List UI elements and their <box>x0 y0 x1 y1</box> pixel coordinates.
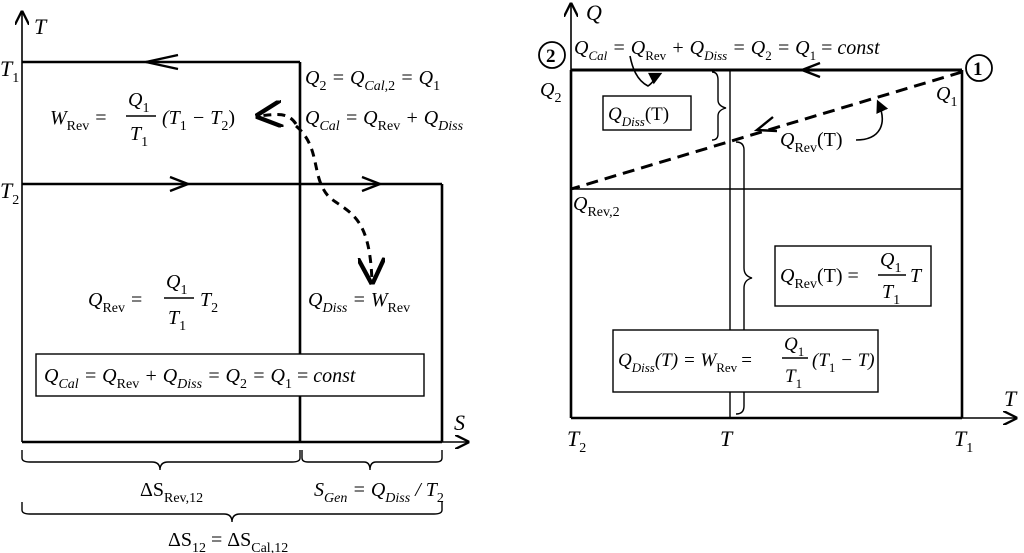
svg-text:QRev=: QRev= <box>88 289 142 316</box>
ts-brace-srev <box>21 450 301 471</box>
ts-diagram: T S T1 T2 Q2 = QCal,2 = Q1 QCal = QRev +… <box>0 12 468 553</box>
qt-arrow-dashed <box>753 116 778 133</box>
qt-label-qrev2: QRev,2 <box>573 193 620 220</box>
ts-balance-box <box>35 353 425 397</box>
svg-text:T1: T1 <box>882 281 900 308</box>
qt-qdiss-label: QDiss(T) <box>608 104 669 129</box>
qt-tick-t: T <box>720 426 734 451</box>
ts-arrow-right-mid <box>169 175 192 193</box>
qt-diagram: Q T 1 2 QCal = QRev + QDiss = Q2 = Q1 = … <box>538 0 1018 456</box>
ts-brace-srev-label: ΔSRev,12 <box>140 479 203 506</box>
svg-text:(T1 − T): (T1 − T) <box>812 350 875 375</box>
qt-qrev-formula: QRev(T) = Q1 T1 T <box>780 249 923 308</box>
svg-text:(T1 − T2): (T1 − T2) <box>162 107 235 134</box>
qt-axis-x-label: T <box>1004 386 1018 411</box>
ts-tick-t2: T2 <box>0 178 19 208</box>
svg-text:T2: T2 <box>200 289 218 316</box>
ts-brace-total-label: ΔS12 = ΔSCal,12 <box>168 529 288 553</box>
svg-text:Q1: Q1 <box>880 249 901 276</box>
ts-brace-total <box>21 502 443 523</box>
qt-axis-y-label: Q <box>586 0 602 25</box>
qt-qrev-dashed-line <box>570 70 963 191</box>
qt-qrevt-pointer <box>855 99 889 141</box>
ts-dashed-arrow-to-wrev <box>258 114 298 124</box>
ts-eq-q2: Q2 = QCal,2 = Q1 <box>305 67 440 94</box>
qt-point-2 <box>538 41 566 69</box>
svg-text:WRev=: WRev= <box>50 107 107 134</box>
ts-eq-qcal: QCal = QRev + QDiss <box>305 107 464 134</box>
qt-arrow-top <box>798 61 821 79</box>
svg-text:T: T <box>910 265 923 287</box>
svg-text:T1: T1 <box>168 307 186 334</box>
svg-text:T1: T1 <box>785 366 802 391</box>
svg-text:Q1: Q1 <box>166 271 187 298</box>
qt-point-1-label: 1 <box>973 59 983 80</box>
ts-axis-y-label: T <box>34 14 48 39</box>
ts-tick-t1: T1 <box>0 56 19 86</box>
ts-brace-sgen-label: SGen = QDiss / T2 <box>314 479 444 506</box>
qt-top-connector <box>629 55 663 87</box>
ts-arrow-left-top <box>145 53 179 71</box>
qt-top-equation: QCal = QRev + QDiss = Q2 = Q1 = const <box>574 37 880 63</box>
qt-qdiss-box <box>602 95 692 131</box>
svg-text:Q1: Q1 <box>128 89 149 116</box>
ts-balance-equation: QCal = QRev + QDiss = Q2 = Q1 = const <box>44 365 356 392</box>
qt-tick-t1: T1 <box>954 426 973 456</box>
ts-eq-qrev: QRev= Q1 T1 T2 <box>88 271 218 334</box>
qt-qdiss-formula-box <box>612 329 879 393</box>
qt-label-q1: Q1 <box>936 83 957 110</box>
ts-brace-sgen <box>301 450 443 471</box>
svg-text:T1: T1 <box>130 123 148 150</box>
svg-text:QDiss(T) = WRev=: QDiss(T) = WRev= <box>618 350 752 375</box>
svg-text:QRev(T) =: QRev(T) = <box>780 265 859 292</box>
qt-qdiss-brace <box>711 71 727 141</box>
qt-qdiss-formula: QDiss(T) = WRev= Q1 T1 (T1 − T) <box>618 334 875 391</box>
qt-qrev-formula-box <box>774 245 932 307</box>
ts-arrow-right-diss <box>361 175 384 193</box>
ts-axis-x-label: S <box>454 410 465 435</box>
svg-text:Q1: Q1 <box>784 334 804 359</box>
ts-dashed-arrow-to-qdiss <box>295 124 372 282</box>
qt-qrevt-label: QRev(T) <box>780 129 843 156</box>
qt-tick-t2: T2 <box>567 426 586 456</box>
qt-label-q2: Q2 <box>540 79 561 106</box>
qt-qrev-brace <box>735 141 753 415</box>
ts-eq-qdiss: QDiss = WRev <box>308 289 410 316</box>
ts-eq-wrev: WRev= Q1 T1 (T1 − T2) <box>50 89 235 150</box>
qt-point-1 <box>965 54 993 82</box>
qt-point-2-label: 2 <box>546 46 556 67</box>
